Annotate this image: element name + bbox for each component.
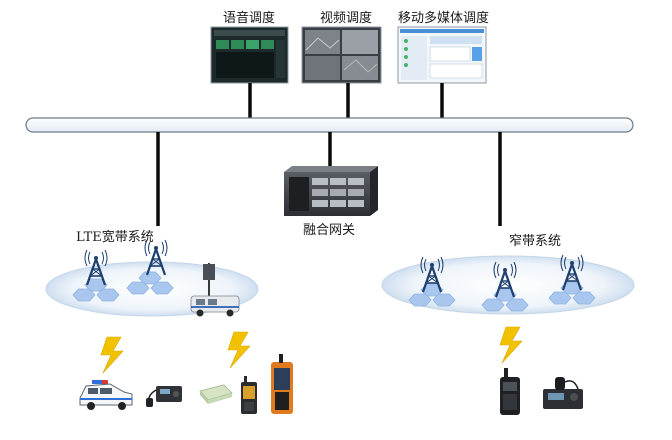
voice-dispatch-screen bbox=[210, 26, 289, 84]
vehicle-radio-icon bbox=[146, 386, 182, 407]
narrow-handset-icon bbox=[500, 368, 520, 415]
lte-handset-1-icon bbox=[241, 376, 257, 414]
video-dispatch-screen bbox=[301, 26, 382, 84]
police-car-icon bbox=[79, 380, 133, 410]
cpe-device-icon bbox=[199, 384, 233, 404]
lte-signal-bolt-1 bbox=[100, 336, 124, 374]
narrow-system-label: 窄带系统 bbox=[509, 234, 562, 249]
gateway-server bbox=[284, 166, 378, 216]
lte-handset-2-icon bbox=[271, 354, 293, 414]
narrow-signal-bolt bbox=[499, 326, 523, 364]
video-dispatch-label: 视频调度 bbox=[320, 11, 373, 26]
network-bus bbox=[25, 117, 634, 133]
lte-system-label: LTE宽带系统 bbox=[76, 230, 154, 245]
mobile-dispatch-label: 移动多媒体调度 bbox=[398, 11, 490, 26]
lte-signal-bolt-2 bbox=[227, 331, 251, 369]
narrow-vehicle-radio-icon bbox=[543, 377, 583, 409]
gateway-label: 融合网关 bbox=[303, 223, 356, 238]
lte-vehicle-station bbox=[190, 263, 240, 317]
mobile-dispatch-screen bbox=[397, 26, 487, 84]
voice-dispatch-label: 语音调度 bbox=[223, 11, 276, 26]
